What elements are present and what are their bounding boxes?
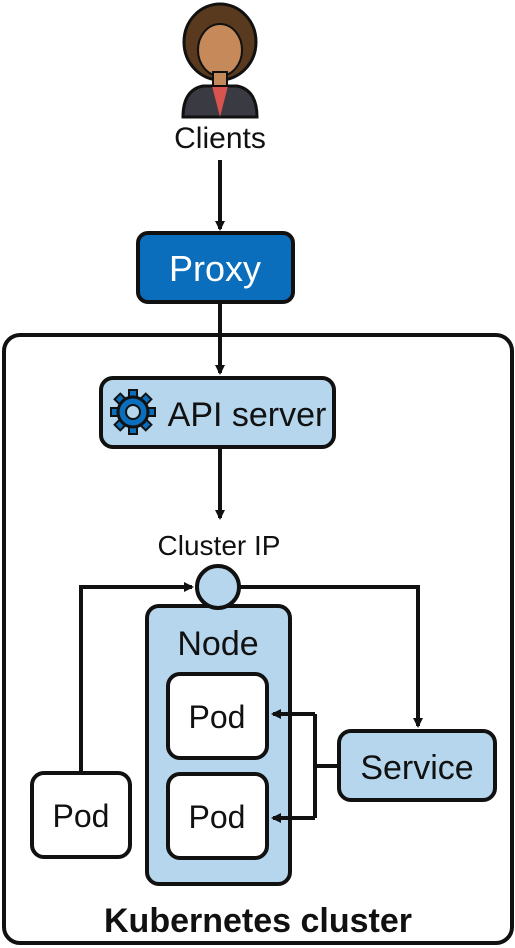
gear-icon [110,389,156,435]
arrow-cluster-ip-to-service [239,585,423,728]
pod-label-1: Pod [189,699,246,735]
service-label: Service [360,749,473,787]
person-icon [181,2,259,119]
cluster-box [2,333,514,945]
clients-label: Clients [174,122,266,155]
proxy-label: Proxy [169,248,261,289]
api-server-label: API server [168,396,327,434]
node-label: Node [177,625,258,663]
external-pod-label: Pod [53,798,110,834]
proxy-box [136,231,295,304]
api-server-box [99,376,336,449]
arrow-service-to-pods [271,709,339,823]
cluster-ip-circle [195,564,241,610]
cluster-ip-label: Cluster IP [158,530,281,561]
cluster-label: Kubernetes cluster [104,902,412,940]
pod-box-2 [166,772,269,860]
arrow-external-pod-to-cluster-ip [79,582,194,773]
pod-box-1 [166,672,269,760]
pod-label-2: Pod [189,799,246,835]
